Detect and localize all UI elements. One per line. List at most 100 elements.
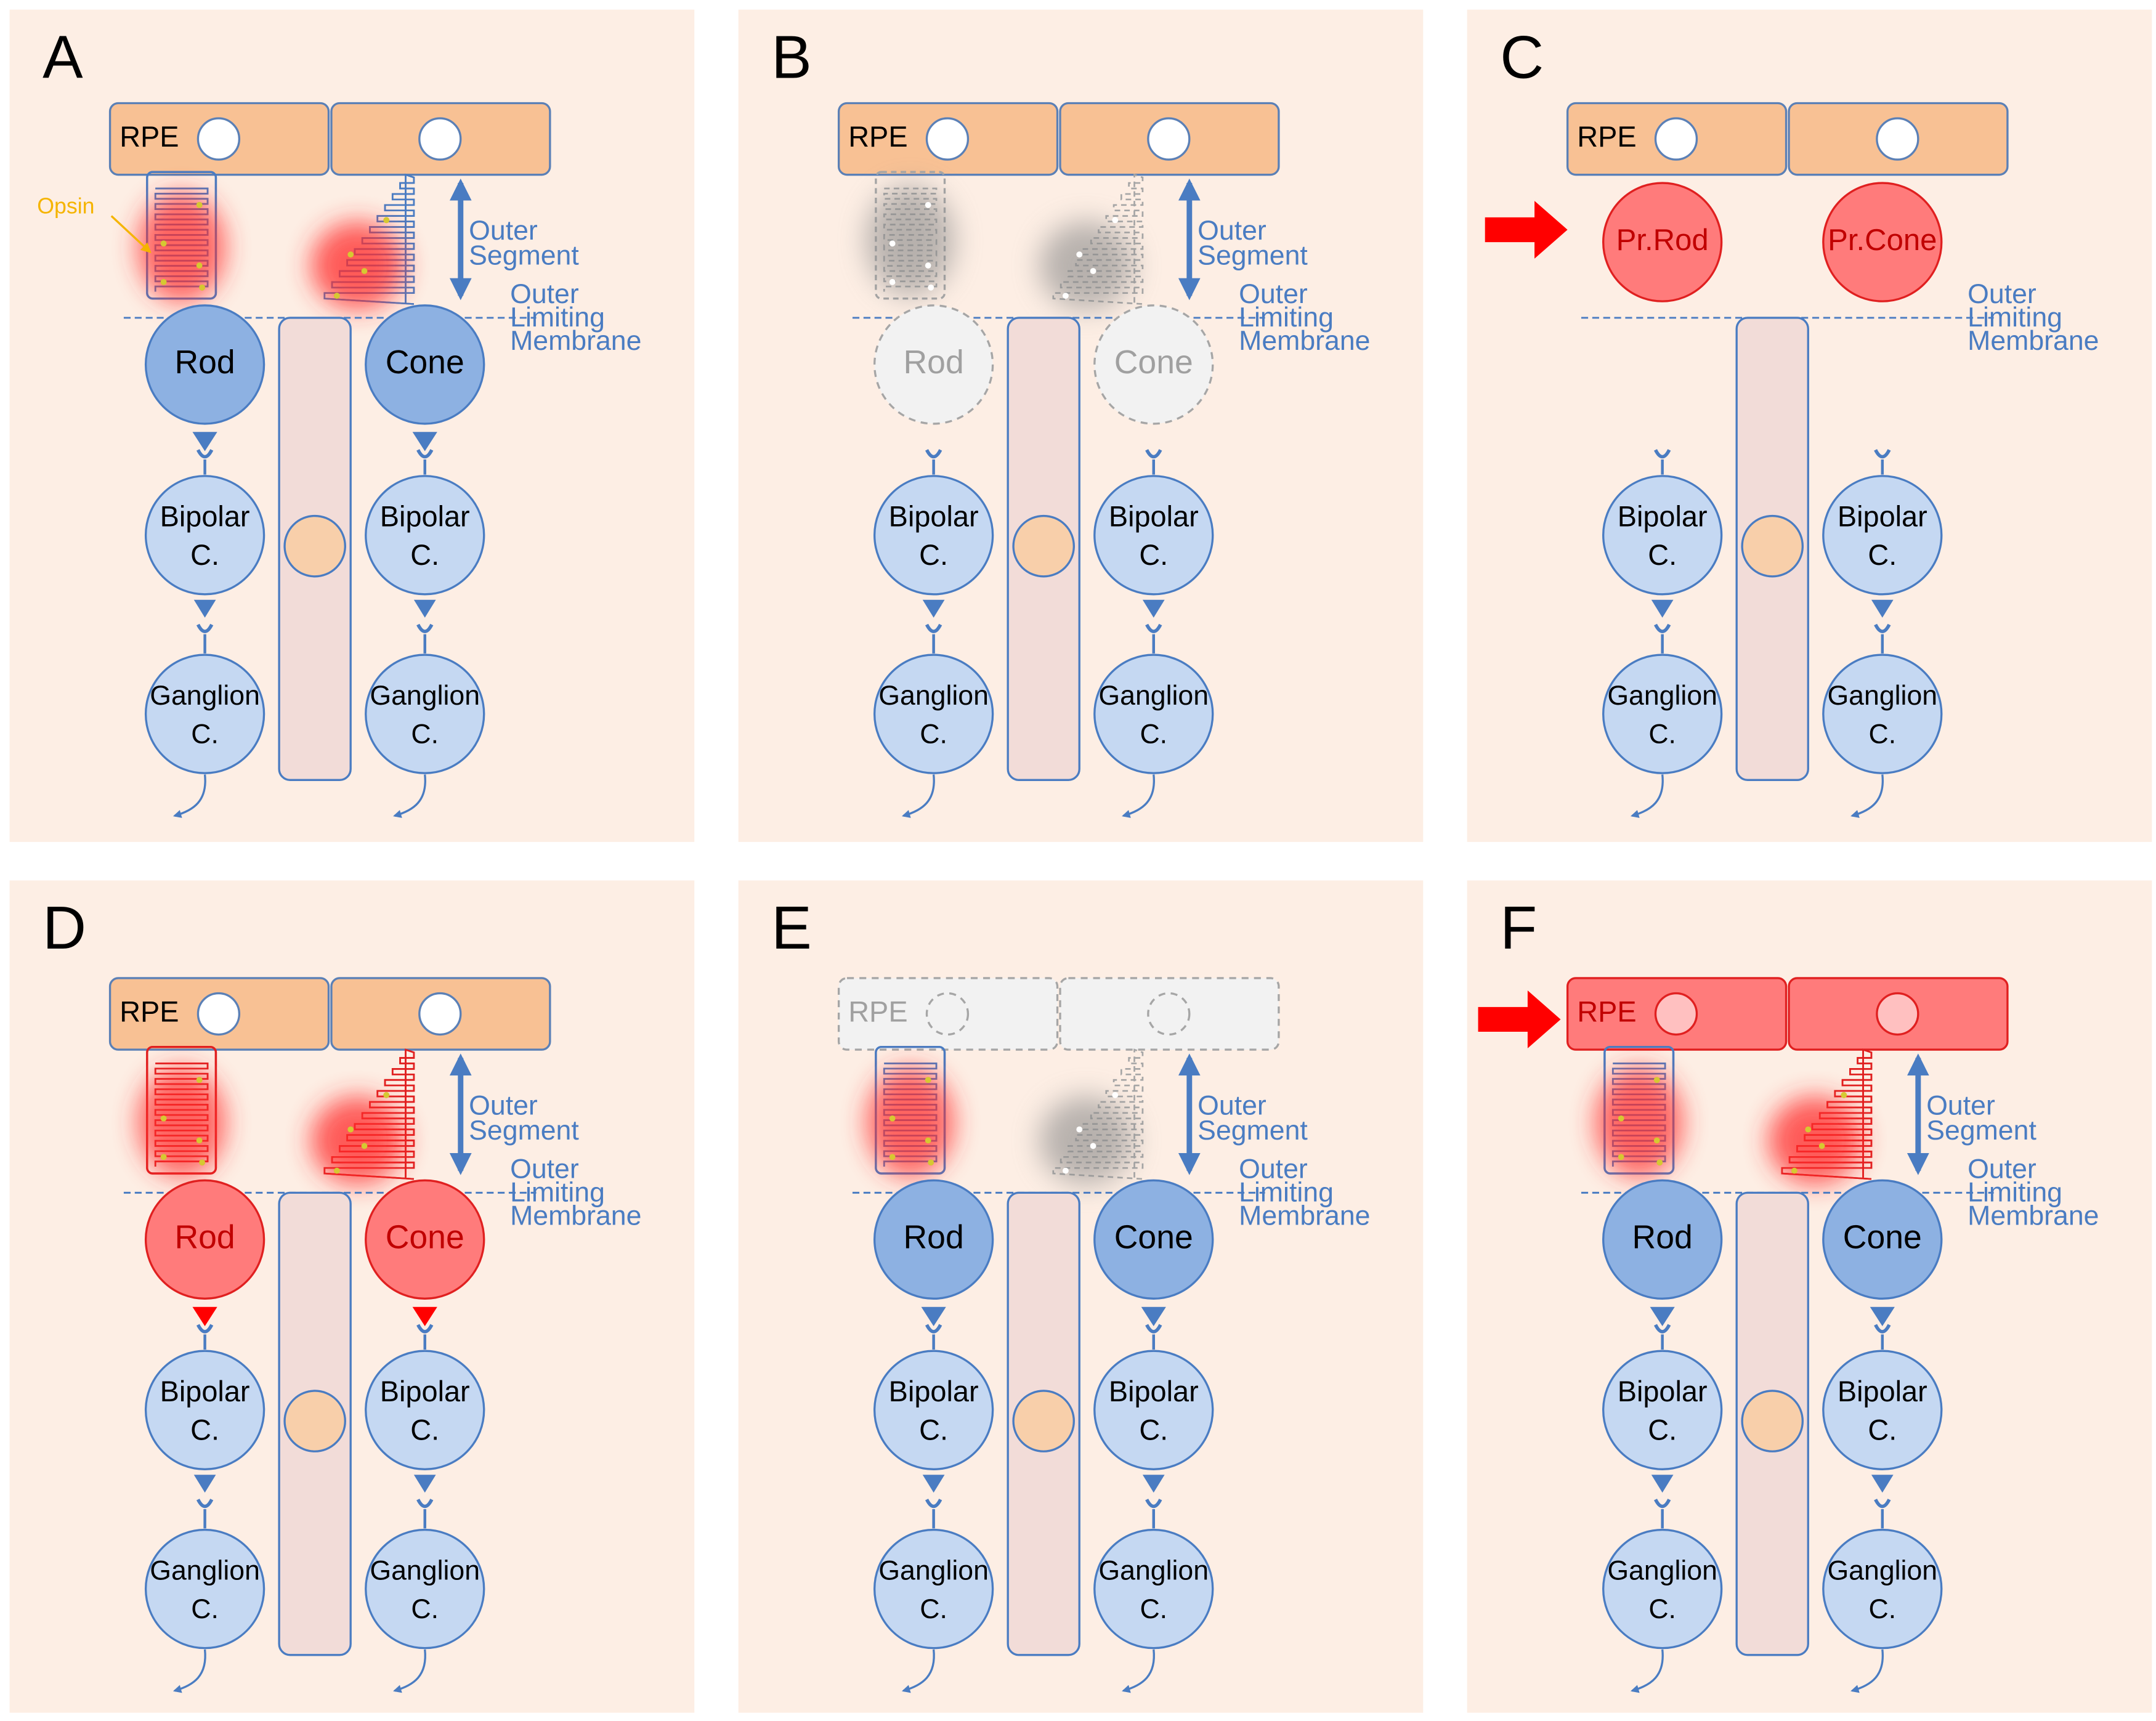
ganglion-cell (1093, 1528, 1214, 1650)
rpe-nucleus (418, 992, 462, 1036)
opsin-glow (1595, 1067, 1684, 1178)
opsin-dot (196, 1077, 203, 1083)
ganglion-label: C. (1140, 719, 1167, 750)
opsin-glow (310, 221, 405, 310)
cone-cell (365, 304, 485, 425)
ganglion-dendrite (416, 1499, 434, 1508)
cone-opsin-glow (310, 173, 415, 310)
bipolar-label: Bipolar (889, 1375, 979, 1407)
panel-letter: D (43, 894, 86, 962)
ganglion-label: C. (920, 719, 947, 750)
opsin-dot (928, 1159, 934, 1166)
opsin-dot (383, 1091, 390, 1098)
opsin-dot (1656, 1159, 1663, 1166)
bipolar-cell (873, 1350, 994, 1470)
olm-label: Limiting (1239, 302, 1334, 333)
cone-cell (365, 1179, 485, 1300)
opsin-dot (889, 278, 896, 285)
ganglion-cell (365, 1528, 485, 1650)
ganglion-label: C. (920, 1594, 947, 1624)
bipolar-cell (365, 475, 485, 596)
rpe-nucleus (1654, 992, 1698, 1036)
panel-letter: E (771, 894, 812, 962)
ganglion-label: Ganglion (1607, 681, 1717, 711)
bipolar-label: Bipolar (1838, 500, 1927, 532)
outer-segment-label: Segment (1198, 240, 1308, 270)
ganglion-cell (873, 1528, 994, 1650)
ganglion-dendrite (196, 623, 214, 633)
rpe-label: RPE (120, 121, 179, 153)
rpe-layer: RPE (837, 102, 1280, 176)
opsin-dot (199, 284, 206, 291)
ganglion-axon (172, 1649, 206, 1693)
rod-cell-label: Rod (174, 1218, 235, 1255)
bipolar-label: C. (919, 539, 948, 571)
ganglion-cell (1602, 654, 1723, 774)
opsin-dot (333, 293, 340, 299)
opsin-dot (1063, 293, 1069, 299)
bipolar-label: C. (1868, 539, 1897, 571)
bipolar-label: C. (1139, 539, 1168, 571)
outer-segment-label: Segment (469, 1116, 579, 1146)
olm-label: Membrane (510, 1201, 641, 1231)
muller-nucleus (283, 514, 346, 578)
ganglion-axon (1122, 1649, 1156, 1693)
outer-segment-label: Outer (1926, 1091, 1995, 1121)
rod-cell-lost-label: Rod (903, 344, 963, 381)
synapse-terminal (192, 432, 217, 452)
ganglion-cell (144, 1528, 265, 1650)
rpe-nucleus (1654, 117, 1698, 161)
cone-cell-label: Cone (1843, 1218, 1922, 1255)
rpe-cell-left (837, 977, 1059, 1051)
panel-F: FRPEOuterSegmentOuterLimitingMembraneRod… (1467, 880, 2152, 1713)
opsin-dot (383, 217, 390, 224)
rod-opsin-glow (137, 1045, 226, 1178)
opsin-dot (1076, 251, 1083, 258)
opsin-dot (1063, 1167, 1069, 1174)
outer-segment-label: Outer (1198, 1091, 1266, 1121)
ganglion-dendrite (1874, 623, 1891, 633)
panel-letter: C (1500, 23, 1544, 91)
panel-D: DRPEOuterSegmentOuterLimitingMembraneRod… (9, 880, 695, 1713)
ganglion-axon (1630, 1649, 1664, 1693)
synapse-terminal (193, 1475, 216, 1493)
olm-label: Membrane (510, 326, 641, 356)
cone-cell-label: Cone (386, 1218, 464, 1255)
cone-cell-lost-label: Cone (1114, 344, 1193, 381)
rpe-layer: RPE (108, 102, 551, 176)
ganglion-label: C. (191, 719, 219, 750)
cone-precursor-cell (1822, 182, 1943, 302)
synapse-terminal (1142, 599, 1165, 618)
olm-label: Limiting (510, 1177, 605, 1207)
opsin-dot (1112, 1091, 1119, 1098)
olm-label: Outer (1239, 279, 1308, 309)
ganglion-dendrite (1654, 1499, 1671, 1508)
rpe-nucleus (1147, 117, 1191, 161)
bipolar-dendrite (1654, 1324, 1671, 1334)
cone-cell (1093, 1179, 1214, 1300)
ganglion-label: C. (1648, 719, 1676, 750)
opsin-dot (1618, 1154, 1624, 1160)
opsin-dot (1618, 1115, 1624, 1122)
synapse-terminal (1871, 1475, 1894, 1493)
bipolar-label: C. (190, 1414, 219, 1446)
bipolar-label: C. (190, 539, 219, 571)
opsin-dot (196, 262, 203, 269)
opsin-dot (196, 1137, 203, 1144)
ganglion-axon (1122, 774, 1156, 818)
ganglion-label: Ganglion (150, 681, 260, 711)
bipolar-dendrite (196, 1324, 214, 1334)
opsin-dot (1090, 268, 1096, 274)
rod-cell (144, 304, 265, 425)
rod-cell-label: Rod (903, 1218, 963, 1255)
opsin-dot (160, 1115, 167, 1122)
ganglion-cell (365, 654, 485, 774)
ganglion-label: C. (1648, 1594, 1676, 1624)
muller-nucleus (1741, 1390, 1804, 1452)
synapse-terminal (921, 1306, 946, 1327)
olm-label: Membrane (1968, 326, 2099, 356)
